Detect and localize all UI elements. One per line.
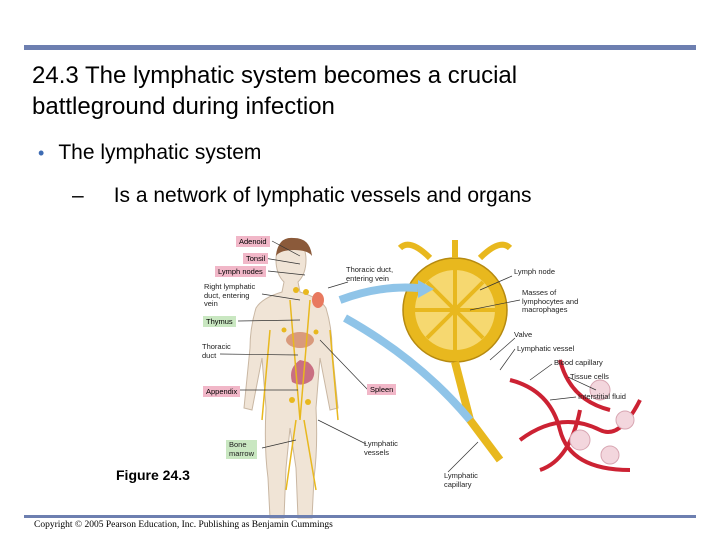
bullet-marker: • (38, 143, 45, 163)
tissue-cells (569, 379, 635, 465)
leader-lines (219, 240, 597, 473)
label-appendix: Appendix (203, 386, 241, 397)
label-thoracic-duct-entering-vein: Thoracic duct, entering vein (346, 265, 394, 283)
label-thoracic-duct: Thoracic duct (202, 342, 231, 360)
label-lymph-nodes: Lymph nodes (215, 266, 266, 277)
bullet-text-2: Is a network of lymphatic vessels and or… (113, 184, 532, 207)
label-valve: Valve (514, 330, 533, 339)
figure-caption: Figure 24.3 (116, 467, 190, 483)
label-lymphatic-capillary: Lymphatic capillary (444, 471, 478, 489)
label-lymphatic-vessel: Lymphatic vessel (517, 344, 575, 353)
label-blood-capillary: Blood capillary (554, 358, 603, 367)
bullet-item-1: • The lymphatic system (38, 141, 261, 165)
label-tonsil: Tonsil (243, 253, 269, 264)
label-lymphatic-vessels: Lymphatic vessels (364, 439, 398, 457)
copyright-text: Copyright © 2005 Pearson Education, Inc.… (34, 520, 333, 530)
label-bone-marrow: Bone marrow (226, 440, 258, 459)
label-interstitial-fluid: Interstitial fluid (578, 392, 626, 401)
human-body-illustration (243, 237, 339, 519)
bullet-text-1: The lymphatic system (58, 141, 262, 164)
bullet-item-2: – Is a network of lymphatic vessels and o… (72, 184, 532, 208)
top-accent-bar (24, 45, 696, 50)
label-masses: Masses of lymphocytes and macrophages (522, 288, 579, 314)
label-right-lymphatic-duct: Right lymphatic duct, entering vein (204, 282, 256, 308)
magnify-arrow (338, 283, 419, 304)
label-spleen: Spleen (367, 384, 397, 395)
sub-bullet-dash: – (72, 184, 84, 207)
slide-title: 24.3 The lymphatic system becomes a cruc… (32, 62, 518, 120)
label-lymph-node: Lymph node (514, 267, 556, 276)
bottom-accent-bar (24, 515, 696, 518)
label-adenoid: Adenoid (236, 236, 270, 247)
magnify-arrow-2 (343, 314, 474, 423)
lymph-node-illustration (397, 240, 513, 463)
label-thymus: Thymus (203, 316, 236, 327)
label-tissue-cells: Tissue cells (570, 372, 609, 381)
